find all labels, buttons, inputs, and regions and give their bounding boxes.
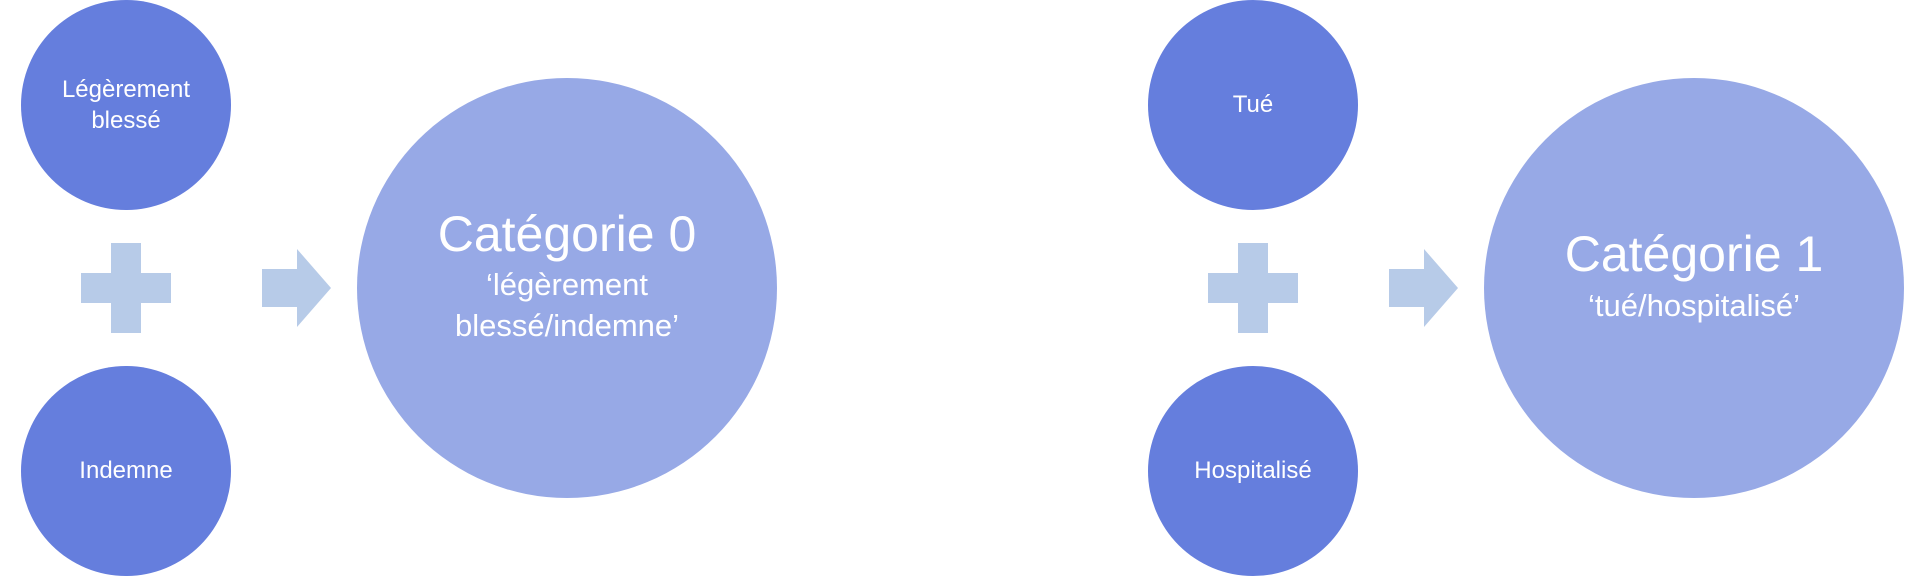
category-0-diagram: Légèrement blessé Indemne Catégorie 0 ‘l…: [21, 0, 777, 576]
result-circle-categorie-1: Catégorie 1 ‘tué/hospitalisé’: [1484, 78, 1904, 498]
result-title: Catégorie 1: [1564, 226, 1824, 283]
input-circle-indemne: Indemne: [21, 366, 231, 576]
result-circle-categorie-0: Catégorie 0 ‘légèrement blessé/indemne’: [357, 78, 777, 498]
input-circle-tue: Tué: [1148, 0, 1358, 210]
category-1-diagram: Tué Hospitalisé Catégorie 1 ‘tué/hospita…: [1127, 0, 1926, 576]
input-label: Indemne: [79, 457, 173, 485]
arrow-right-icon: [1389, 249, 1458, 327]
plus-icon: [1208, 243, 1298, 333]
result-subtitle: ‘tué/hospitalisé’: [1588, 287, 1800, 323]
input-label: Tué: [1232, 91, 1274, 119]
input-circle-legerement-blesse: Légèrement blessé: [21, 0, 231, 210]
input-circle-hospitalise: Hospitalisé: [1148, 366, 1358, 576]
input-label: Légèrement blessé: [61, 75, 191, 134]
result-subtitle: ‘légèrement blessé/indemne’: [454, 267, 680, 343]
result-title: Catégorie 0: [437, 205, 697, 262]
plus-icon: [81, 243, 171, 333]
input-label: Hospitalisé: [1194, 457, 1312, 485]
arrow-right-icon: [262, 249, 331, 327]
